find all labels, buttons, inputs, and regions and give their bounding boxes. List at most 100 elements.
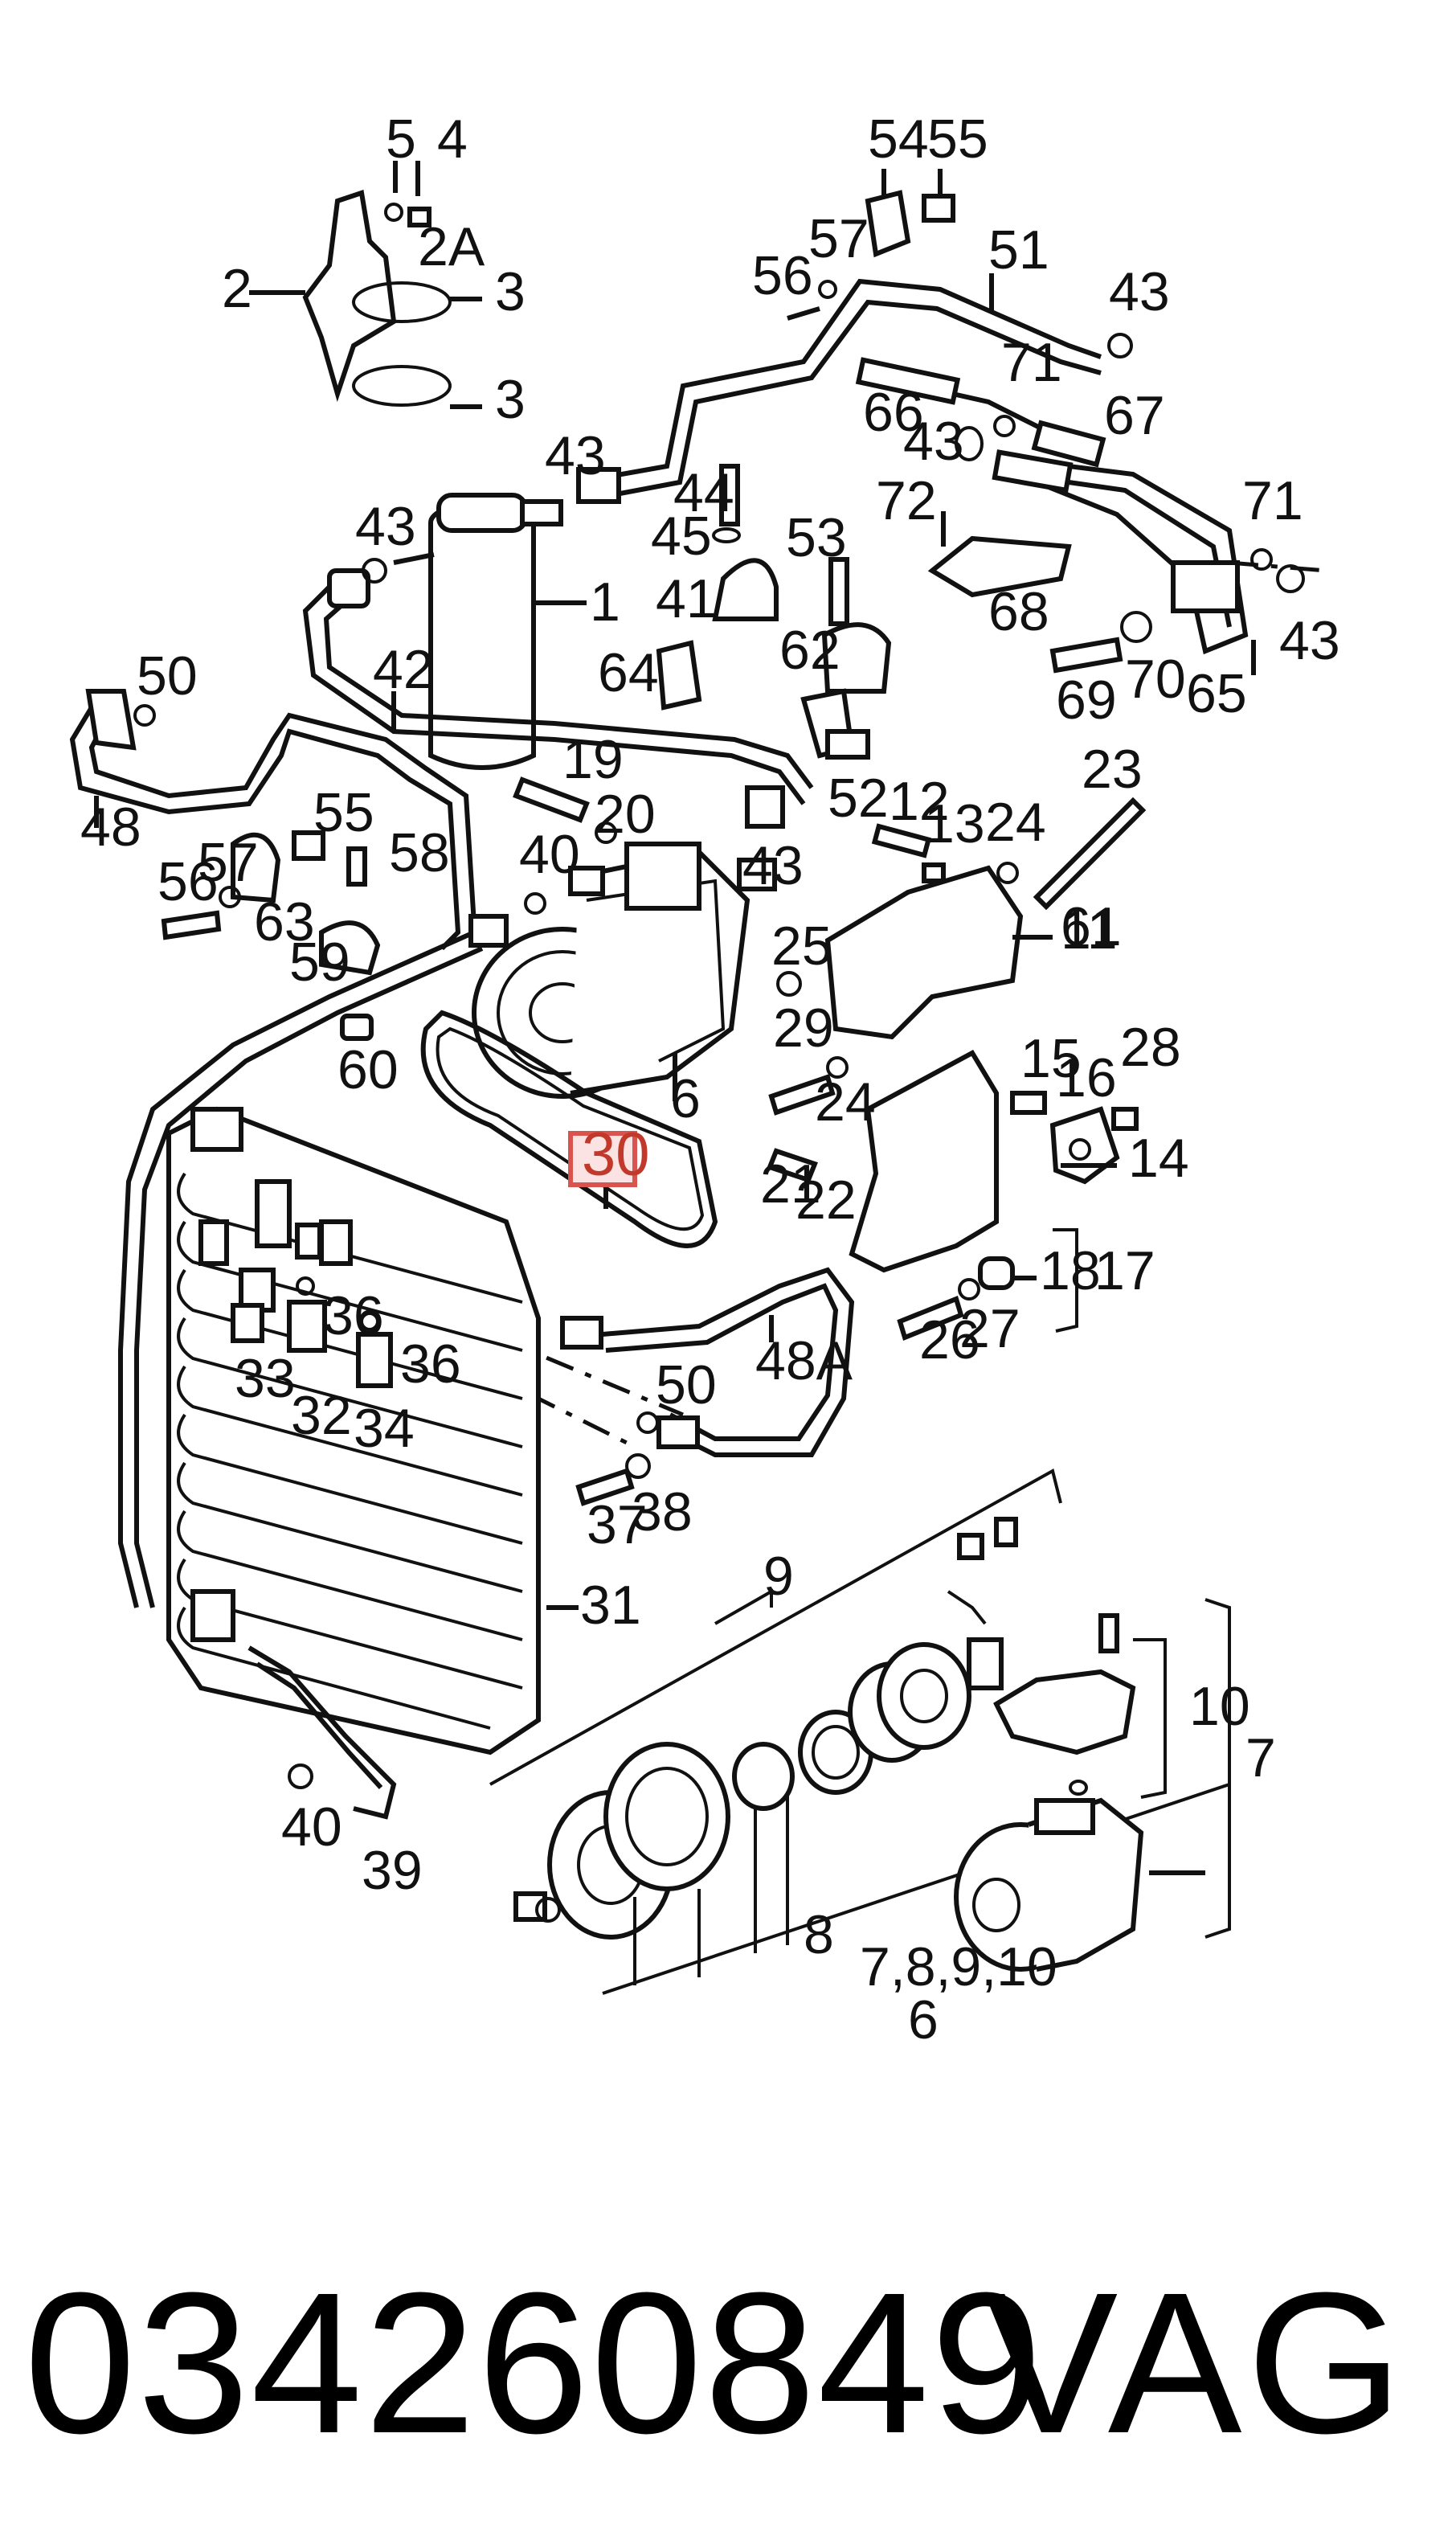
- callout: 36: [323, 1285, 384, 1346]
- callout: 69: [1056, 670, 1117, 731]
- callout: 40: [519, 824, 580, 885]
- compressor-small: [954, 1797, 1144, 1972]
- callout: 43: [355, 496, 416, 557]
- callout: 54: [868, 109, 929, 170]
- callout: 26: [919, 1309, 980, 1370]
- callout: 20: [595, 784, 656, 845]
- callout: 28: [1120, 1017, 1181, 1078]
- callout: 40: [281, 1796, 342, 1858]
- callout: 71: [1001, 332, 1062, 393]
- callout: 17: [1094, 1240, 1155, 1301]
- callout: 55: [927, 109, 988, 170]
- callout: 7: [1245, 1727, 1276, 1788]
- clamps-group: [656, 464, 892, 760]
- callout: 24: [815, 1071, 876, 1133]
- part-caption: 034260849 VAG: [0, 2186, 1456, 2540]
- callout: 11: [1061, 899, 1118, 961]
- callout: 27: [959, 1298, 1020, 1359]
- callout: 72: [876, 470, 937, 531]
- callout: 7,8,9,10: [860, 1936, 1057, 1997]
- callout: 50: [656, 1354, 717, 1415]
- highlighted-part-label: 30: [582, 1120, 650, 1189]
- callout: 33: [235, 1348, 296, 1409]
- callout: 64: [598, 642, 659, 703]
- clutch-assembly: [489, 1468, 1231, 1995]
- callout: 70: [1125, 649, 1186, 710]
- callout: 24: [985, 792, 1046, 853]
- callout: 36: [400, 1333, 461, 1395]
- callout: 59: [289, 932, 350, 993]
- pipe-assembly-65-72: [855, 357, 1327, 675]
- callout: 10: [1189, 1676, 1250, 1737]
- callout: 19: [562, 729, 624, 790]
- callout: 22: [795, 1170, 857, 1231]
- callout: 3: [495, 369, 526, 430]
- callout-labels: 1 2 2A 3 3 4 5 6 6 7 7,8,9,10 8 9 10 11 …: [80, 109, 1340, 2050]
- callout: 43: [742, 835, 804, 896]
- callout: 55: [313, 782, 374, 843]
- callout: 67: [1104, 385, 1165, 446]
- callout: 4: [437, 109, 468, 170]
- callout: 8: [804, 1904, 834, 1965]
- callout: 52: [828, 768, 889, 829]
- callout: 2: [222, 258, 252, 319]
- callout: 60: [337, 1039, 399, 1100]
- callout: 39: [362, 1840, 423, 1901]
- receiver-drier: [393, 493, 587, 770]
- callout: 44: [673, 462, 734, 523]
- callout: 23: [1082, 739, 1143, 800]
- callout: 58: [389, 822, 450, 883]
- callout: 57: [198, 832, 259, 893]
- callout: 62: [779, 620, 840, 681]
- callout: 32: [291, 1385, 352, 1446]
- callout: 2A: [418, 216, 485, 277]
- callout: 48A: [755, 1330, 853, 1391]
- callout: 65: [1186, 663, 1247, 724]
- callout: 71: [1242, 470, 1303, 531]
- callout: 16: [1056, 1047, 1117, 1108]
- callout: 63: [254, 891, 315, 952]
- pipe-51: [576, 169, 1133, 504]
- compressor-bracket: [767, 797, 1147, 1342]
- hose-42: [302, 558, 814, 829]
- compressor: [472, 776, 777, 1101]
- callout: 68: [988, 581, 1049, 642]
- condenser: [166, 1106, 579, 1820]
- callout: 1: [590, 571, 620, 633]
- callout: 48: [80, 797, 141, 858]
- callout: 61: [1061, 896, 1122, 957]
- callout: 5: [386, 109, 416, 170]
- callout: 25: [771, 916, 832, 977]
- callout: 45: [651, 506, 712, 567]
- callout: 9: [763, 1546, 794, 1607]
- callout: 3: [495, 261, 526, 322]
- callout: 6: [670, 1068, 701, 1129]
- callout: 56: [752, 245, 813, 306]
- callout: 66: [863, 382, 924, 443]
- callout: 43: [1109, 261, 1170, 322]
- hose-left-side: [118, 914, 509, 1608]
- callout: 53: [786, 507, 847, 568]
- callout: 43: [545, 425, 606, 486]
- callout: 21: [760, 1153, 821, 1215]
- callout: 29: [773, 997, 834, 1059]
- highlighted-part-box: [568, 1131, 637, 1187]
- callout: 14: [1128, 1128, 1189, 1189]
- callout: 13: [924, 793, 985, 854]
- callout: 12: [889, 771, 950, 832]
- switches: [198, 1179, 393, 1388]
- hose-48: [69, 689, 476, 951]
- callout: 51: [988, 219, 1049, 281]
- callout: 37: [587, 1494, 648, 1555]
- part-number: 034260849: [24, 2251, 1045, 2475]
- callout: 43: [1279, 610, 1340, 671]
- bracket-assembly: [249, 161, 482, 409]
- callout: 57: [808, 208, 869, 269]
- callout: 42: [373, 639, 434, 700]
- callout: 15: [1020, 1028, 1082, 1089]
- callout: 43: [903, 411, 964, 472]
- left-brackets: [161, 830, 381, 1041]
- exploded-parts-diagram: 30 1 2 2A 3 3 4 5 6 6 7 7,8,9,10 8 9 10 …: [69, 109, 1340, 2050]
- callout: 41: [656, 568, 717, 629]
- callout: 6: [908, 1989, 939, 2050]
